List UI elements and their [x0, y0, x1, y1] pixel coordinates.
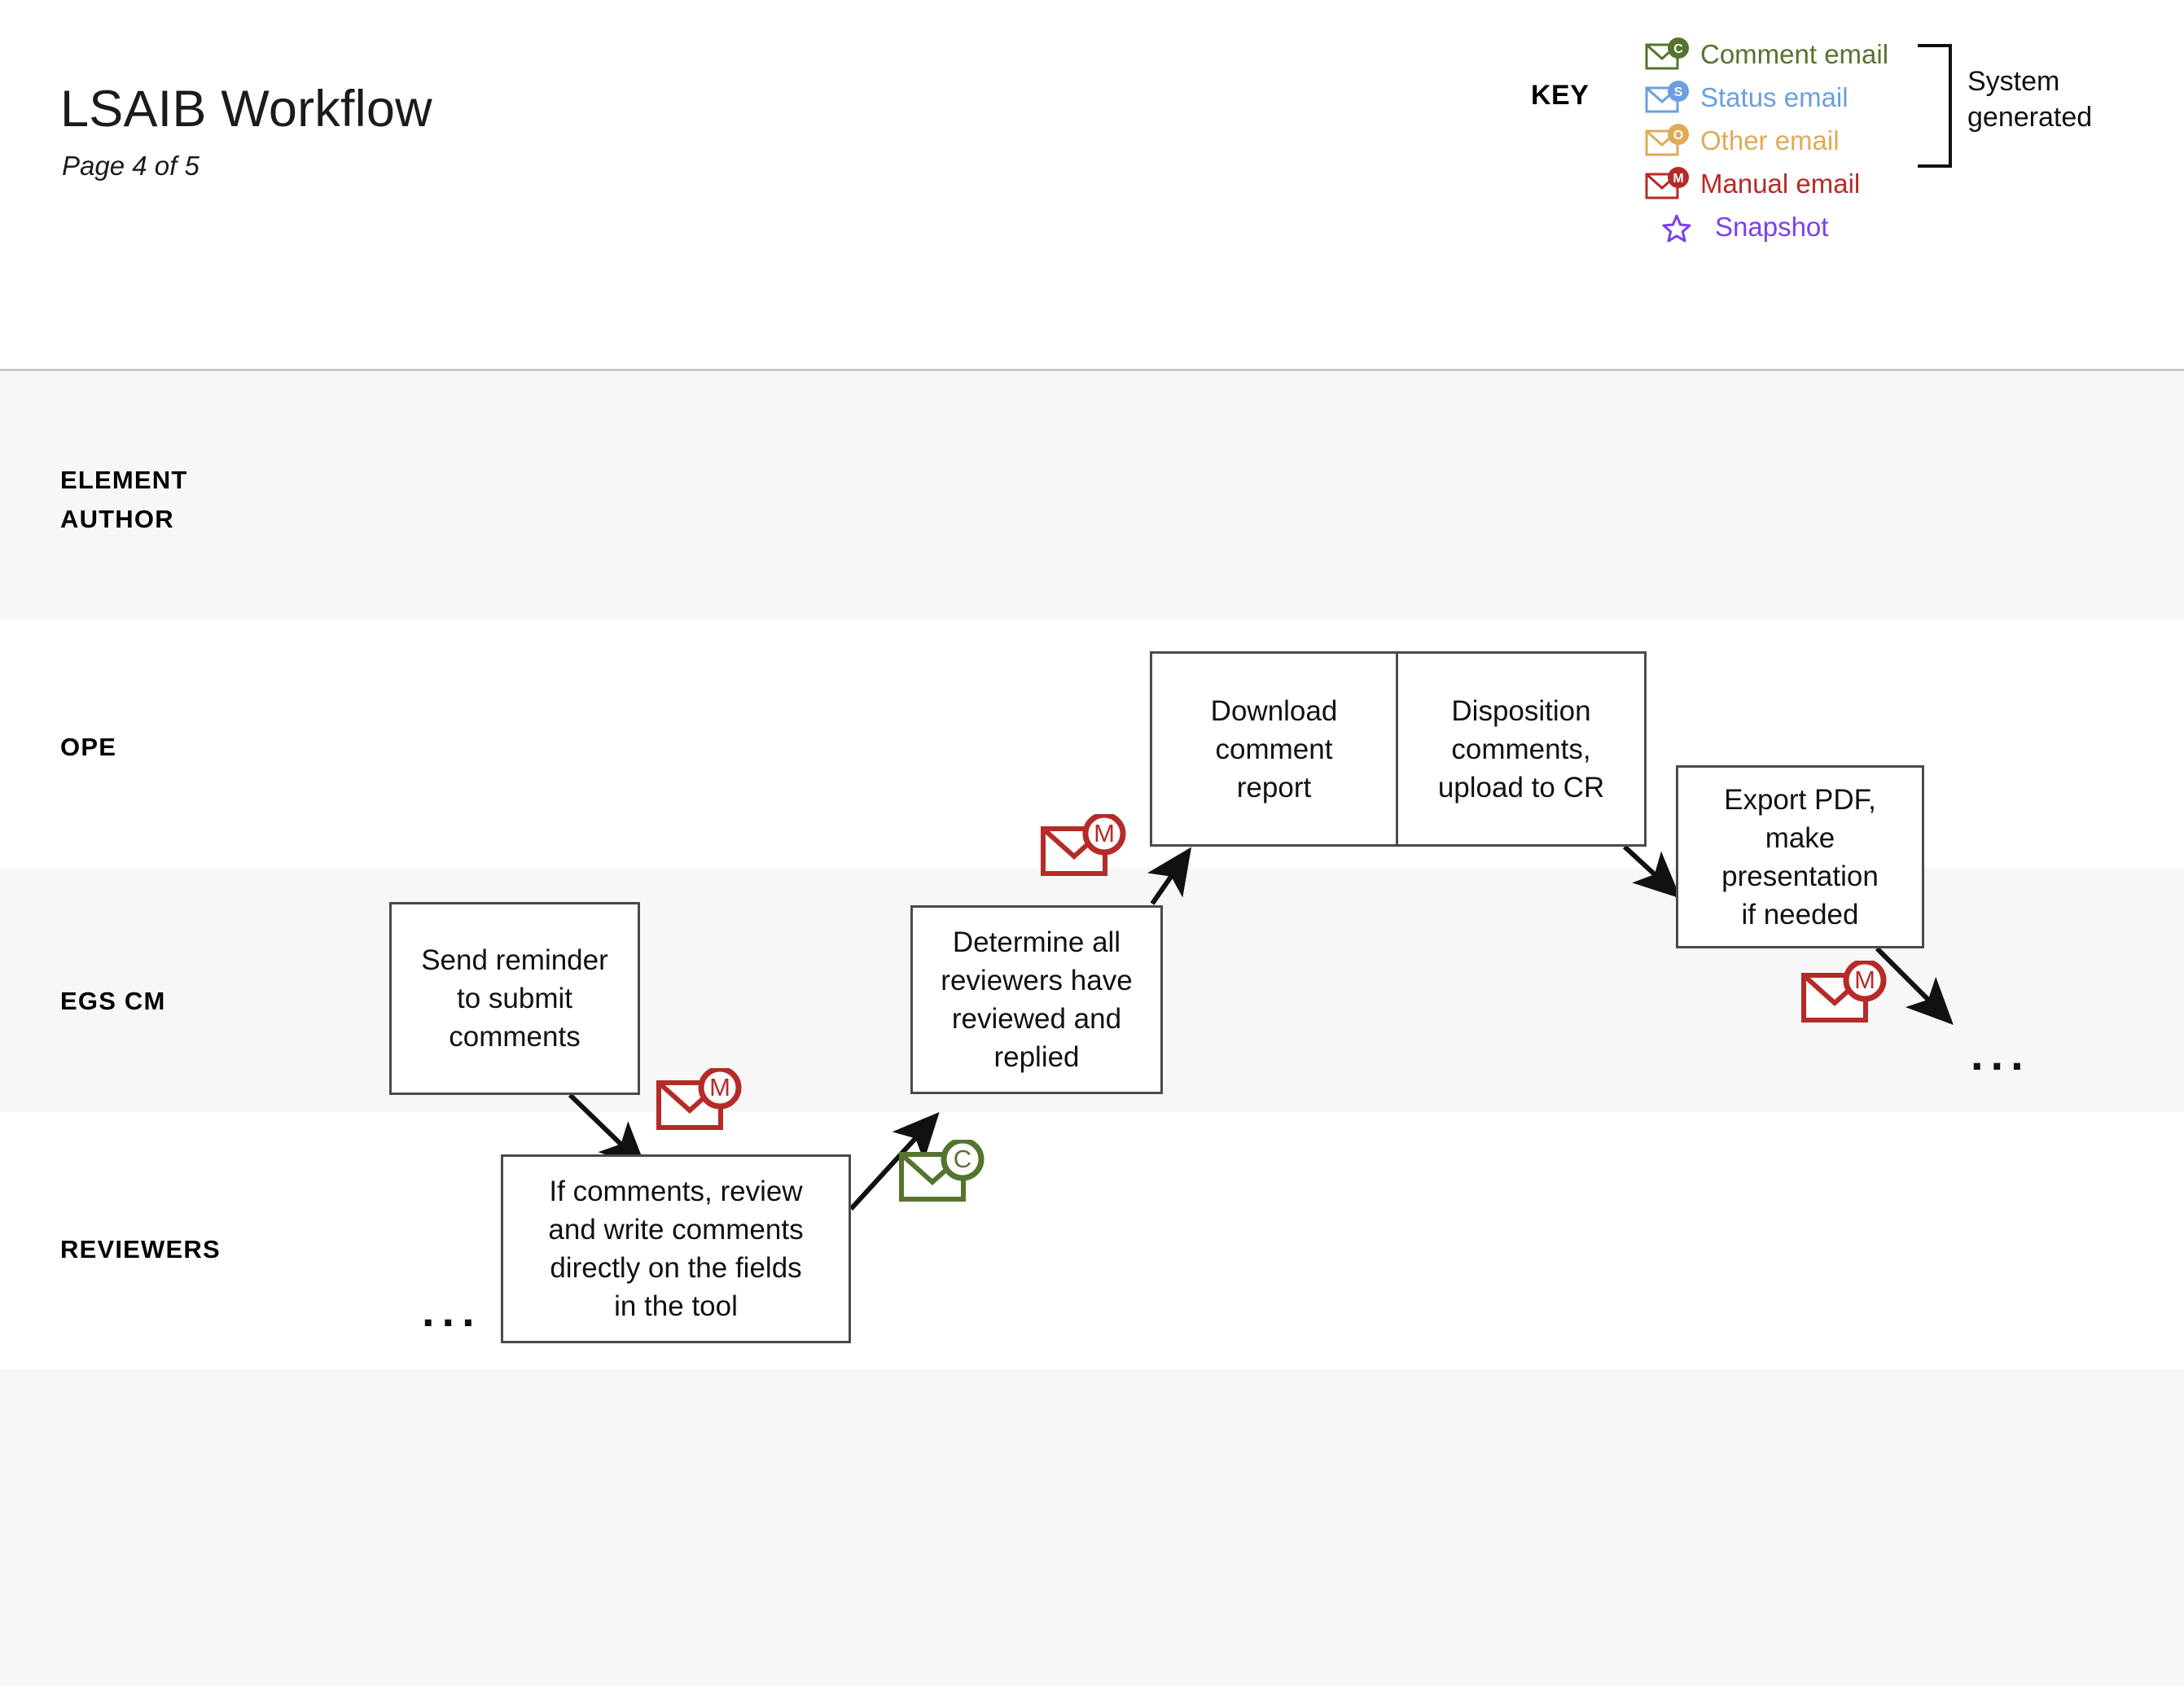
- key-item-snapshot: Snapshot: [1645, 205, 1888, 248]
- svg-text:M: M: [1673, 172, 1683, 186]
- svg-text:C: C: [1673, 42, 1683, 56]
- key-item-other-email: O Other email: [1645, 119, 1888, 162]
- key-item-label: Comment email: [1700, 39, 1889, 69]
- status-email-icon: S: [1645, 80, 1692, 116]
- snapshot-star-icon: [1660, 209, 1707, 245]
- comment-email-icon: C: [899, 1140, 987, 1205]
- manual-email-icon: M: [656, 1068, 744, 1133]
- svg-text:M: M: [1854, 966, 1875, 994]
- svg-text:O: O: [1673, 129, 1683, 142]
- key-item-status-email: S Status email: [1645, 76, 1888, 119]
- svg-text:S: S: [1674, 85, 1683, 99]
- key-item-label: Other email: [1700, 125, 1840, 155]
- process-box-review-write-comments[interactable]: If comments, review and write comments d…: [501, 1154, 851, 1343]
- svg-text:M: M: [1094, 819, 1115, 847]
- process-box-download-comment-report[interactable]: Download comment report: [1150, 651, 1398, 847]
- key-item-label: Manual email: [1700, 169, 1861, 199]
- manual-email-icon: M: [1041, 814, 1129, 879]
- legend-key: KEY C Comment email: [1515, 33, 2166, 269]
- comment-email-icon: C: [1645, 37, 1692, 72]
- svg-text:C: C: [954, 1145, 971, 1173]
- process-box-text: Download comment report: [1210, 694, 1338, 804]
- continuation-dots-right: ...: [1971, 1028, 2031, 1079]
- process-box-send-reminder[interactable]: Send reminder to submit comments: [389, 902, 640, 1095]
- process-box-text: If comments, review and write comments d…: [548, 1176, 804, 1322]
- key-item-label: Snapshot: [1715, 212, 1829, 242]
- page-header: LSAIB Workflow Page 4 of 5 KEY C Comment: [0, 0, 2184, 371]
- manual-email-icon: M: [1645, 166, 1692, 202]
- process-box-text: Disposition comments, upload to CR: [1437, 694, 1605, 804]
- page-subtitle: Page 4 of 5: [62, 151, 200, 181]
- manual-email-icon: M: [1801, 961, 1889, 1026]
- page-title: LSAIB Workflow: [60, 81, 432, 138]
- process-box-text: Export PDF, make presentation if needed: [1721, 783, 1879, 931]
- other-email-icon: O: [1645, 123, 1692, 159]
- swimlane-label: EGS CM: [60, 987, 166, 1015]
- swimlane-label: REVIEWERS: [60, 1235, 221, 1263]
- key-item-manual-email: M Manual email: [1645, 162, 1888, 205]
- swimlane-reviewers: REVIEWERS: [0, 1112, 2184, 1369]
- swimlane-footer-band: [0, 1369, 2184, 1686]
- continuation-dots-left: ...: [422, 1285, 482, 1336]
- key-item-comment-email: C Comment email: [1645, 33, 1888, 76]
- key-item-label: Status email: [1700, 82, 1849, 112]
- svg-text:M: M: [709, 1073, 730, 1101]
- process-box-text: Send reminder to submit comments: [421, 944, 608, 1053]
- swimlane-label: ELEMENT AUTHOR: [60, 466, 188, 533]
- key-item-list: C Comment email S Sta: [1645, 33, 1888, 248]
- process-box-disposition-comments[interactable]: Disposition comments, upload to CR: [1398, 651, 1647, 847]
- process-box-determine-all-reviewers[interactable]: Determine all reviewers have reviewed an…: [910, 905, 1163, 1094]
- process-box-export-pdf[interactable]: Export PDF, make presentation if needed: [1676, 765, 1924, 948]
- swimlane-element-author: ELEMENT AUTHOR: [0, 371, 2184, 620]
- system-generated-bracket: [1918, 44, 1952, 168]
- swimlane-label: OPE: [60, 733, 117, 761]
- system-generated-label: System generated: [1967, 66, 2093, 133]
- process-box-text: Determine all reviewers have reviewed an…: [941, 926, 1133, 1073]
- key-label: KEY: [1531, 80, 1590, 111]
